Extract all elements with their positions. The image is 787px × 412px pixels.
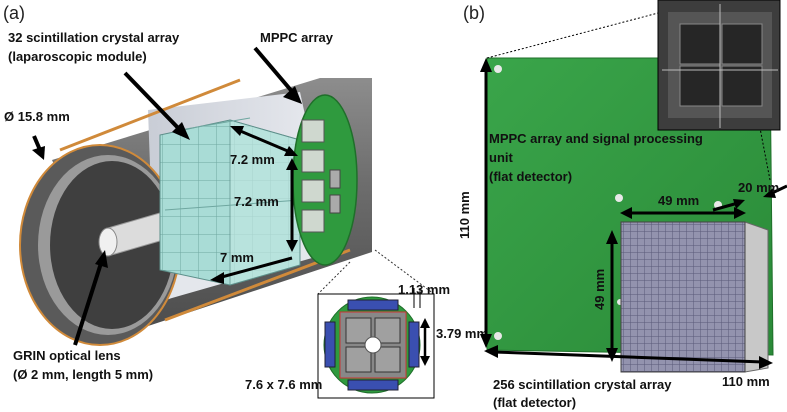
panel-a-tag: (a) [3,3,25,23]
dim-board-width: 110 mm [722,374,770,389]
inset-dim-bottom: 7.6 x 7.6 mm [245,377,322,392]
dimension-arrows-b [480,58,787,369]
crystal-array-label-1: 32 scintillation crystal array [8,30,180,45]
dim-top: 7.2 mm [230,152,275,167]
crystal-array [159,117,301,286]
inset-dimension-arrows [420,318,430,366]
grin-label-1: GRIN optical lens [13,348,121,363]
flat-crystal-array [619,221,769,373]
mppc-unit-label-1: MPPC array and signal processing [489,131,703,146]
dim-thickness: 20 mm [738,180,779,195]
dim-crystal-width: 49 mm [658,193,699,208]
dim-bottom: 7 mm [220,250,254,265]
dim-crystal-height: 49 mm [592,269,607,310]
mppc-array-label: MPPC array [260,30,334,45]
mppc-unit-label-2: unit [489,150,513,165]
inset-dim-top: 1.13 mm [398,282,450,297]
dimension-arrows-a [210,126,298,284]
annotation-arrows-a [32,46,302,346]
flat-crystal-label-1: 256 scintillation crystal array [493,377,672,392]
mppc-unit-label-3: (flat detector) [489,169,572,184]
grin-label-2: (Ø 2 mm, length 5 mm) [13,367,153,382]
diameter-label: Ø 15.8 mm [4,109,70,124]
crystal-array-label-2: (laparoscopic module) [8,49,147,64]
dim-board-height: 110 mm [457,191,472,239]
panel-b-tag: (b) [463,3,485,23]
mppc-zoom-inset [486,0,781,181]
mppc-inset [317,249,435,399]
mppc-board [292,94,358,266]
inset-dim-right: 3.79 mm [436,326,488,341]
flat-crystal-label-2: (flat detector) [493,395,576,410]
dim-mid: 7.2 mm [234,194,279,209]
